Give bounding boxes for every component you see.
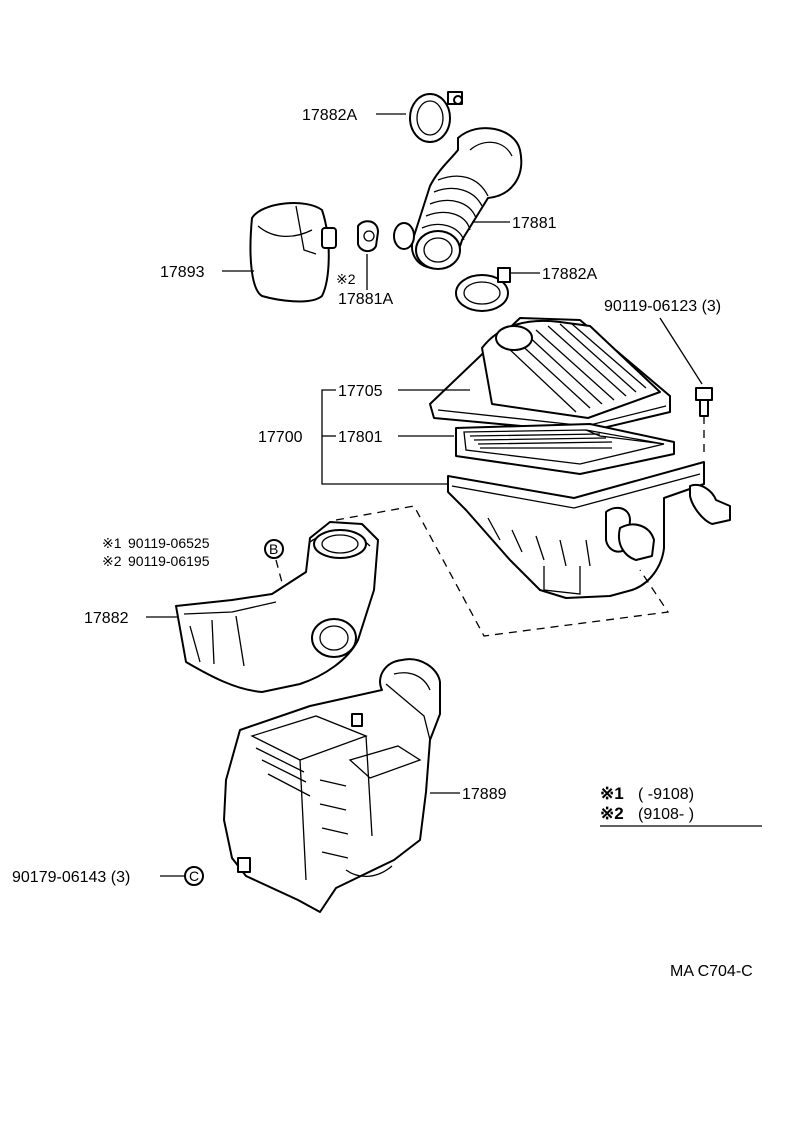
label-17882a-bottom: 17882A: [542, 266, 597, 283]
air-cleaner-case: [447, 461, 731, 599]
mark-17881a: ※2: [336, 271, 356, 287]
label-90119-06525: 90119-06525: [128, 535, 210, 551]
label-90179-06143: 90179-06143 (3): [12, 869, 130, 886]
cap-17705: [429, 317, 671, 433]
label-17882a-top: 17882A: [302, 107, 357, 124]
clamp-17882a-bottom: [455, 267, 511, 312]
label-17881a: 17881A: [338, 291, 393, 308]
label-17889: 17889: [462, 786, 507, 803]
resonator-17889: [223, 658, 441, 913]
bolt-callout-symbol: B: [264, 539, 284, 559]
cover-17893: [249, 202, 337, 303]
bracket-17700: [321, 389, 454, 485]
label-90119-06123: 90119-06123 (3): [604, 298, 721, 315]
label-17801: 17801: [338, 429, 383, 446]
air-hose-17881: [393, 127, 523, 270]
bolt-90119-06123: [695, 387, 713, 417]
legend-row2-mark: ※2: [600, 804, 624, 823]
leader-90119-06123: [659, 317, 703, 385]
dashed-connector: [335, 505, 670, 637]
label-17893: 17893: [160, 264, 205, 281]
legend-row1-mark: ※1: [600, 784, 624, 803]
filter-17801: [455, 423, 675, 475]
clamp-17882a-top: [409, 91, 463, 143]
label-17705: 17705: [338, 383, 383, 400]
svg-text:C: C: [189, 868, 199, 884]
label-17882: 17882: [84, 610, 129, 627]
clamp-17881a: [357, 220, 379, 252]
clip-callout-symbol: C: [184, 866, 204, 886]
legend: ※1 ( -9108) ※2 (9108- ): [600, 784, 762, 827]
label-90119-06195: 90119-06195: [128, 553, 210, 569]
label-17881: 17881: [512, 215, 557, 232]
svg-text:B: B: [269, 541, 278, 557]
legend-row1-text: ( -9108): [638, 786, 694, 803]
diagram-code: MA C704-C: [670, 963, 753, 980]
label-17700: 17700: [258, 429, 303, 446]
intake-duct-17882: [175, 521, 379, 693]
mark-90119-06525: ※1: [102, 535, 122, 551]
mark-90119-06195: ※2: [102, 553, 122, 569]
legend-row2-text: (9108- ): [638, 806, 694, 823]
